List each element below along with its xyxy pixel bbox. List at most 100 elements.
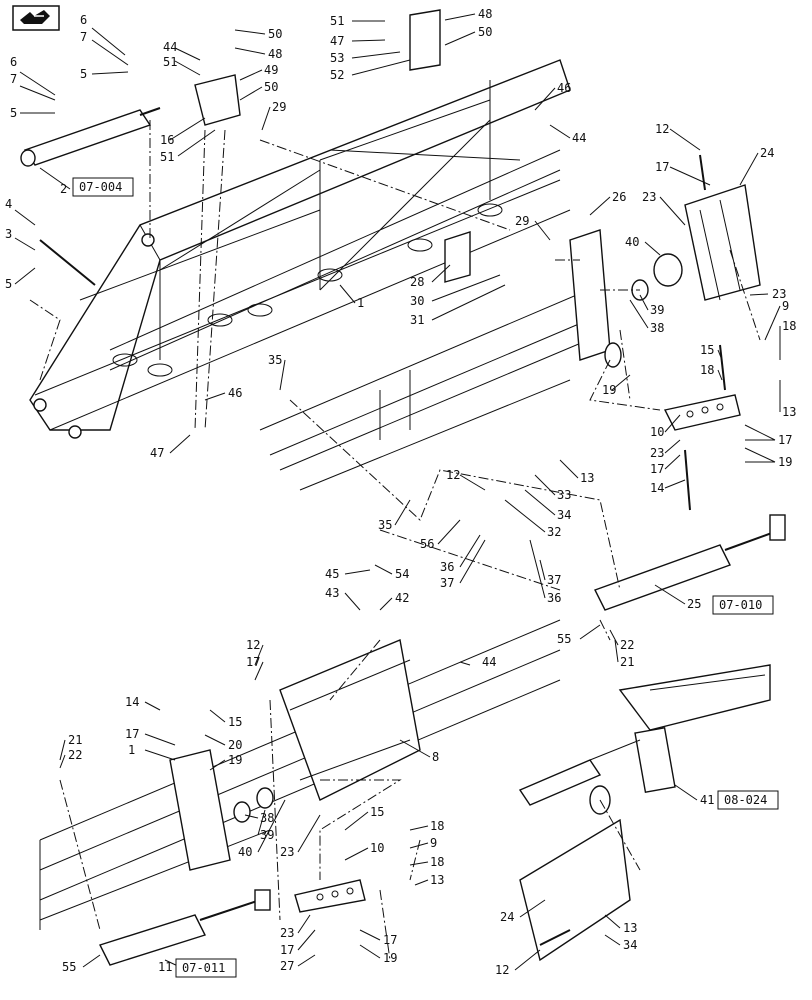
callout: 35 [268,353,282,367]
callout: 40 [238,845,252,859]
callout: 16 [160,133,174,147]
callout: 47 [150,446,164,460]
callout: 25 [687,597,701,611]
lower-boom-frame [39,619,561,930]
callout: 47 [330,34,344,48]
callout: 56 [420,537,434,551]
callout: 13 [623,921,637,935]
callout: 24 [760,146,774,160]
callout: 19 [778,455,792,469]
callout: 23 [280,926,294,940]
page-back-arrow-icon[interactable] [12,5,60,31]
callout: 35 [378,518,392,532]
callout: 36 [440,560,454,574]
callout: 7 [10,72,17,86]
callout: 39 [260,828,274,842]
ref-box-07-011[interactable]: 07-011 [175,958,237,978]
callout: 42 [395,591,409,605]
callout: 2 [60,182,67,196]
callout: 1 [357,296,364,310]
callout: 44 [482,655,496,669]
callout: 50 [478,25,492,39]
pin-3 [39,239,96,286]
callout: 5 [10,106,17,120]
hydraulic-cylinder-2 [20,107,161,167]
callout: 34 [557,508,571,522]
callout: 29 [515,214,529,228]
callout: 13 [580,471,594,485]
callout: 26 [612,190,626,204]
callout: 13 [782,405,796,419]
svg-text:07-004: 07-004 [79,180,122,194]
callout: 48 [478,7,492,21]
callout: 44 [572,131,586,145]
callout: 55 [62,960,76,974]
hinge-assembly-24b [519,785,631,962]
callout: 17 [778,433,792,447]
main-boom-frame [29,59,571,439]
callout: 9 [430,836,437,850]
assembly-lines [29,120,761,961]
callout: 29 [272,100,286,114]
callout: 3 [5,227,12,241]
callout: 15 [700,343,714,357]
callout: 4 [5,197,12,211]
callout: 53 [330,51,344,65]
callout: 14 [125,695,139,709]
washer-40a [653,253,683,287]
callout: 18 [430,855,444,869]
hydraulic-cylinder-25 [594,514,786,611]
bracket-16 [194,74,241,126]
callout: 22 [68,748,82,762]
svg-text:08-024: 08-024 [724,793,767,807]
callout: 11 [158,960,172,974]
callout: 19 [602,383,616,397]
callout: 51 [163,55,177,69]
callout: 17 [655,160,669,174]
leader-lines [14,13,781,971]
bolt-14a [684,449,691,511]
callout: 19 [383,951,397,965]
callout: 23 [280,845,294,859]
callout: 54 [395,567,409,581]
callout: 51 [330,14,344,28]
callout: 7 [80,30,87,44]
center-boom-section [259,229,622,491]
callout: 46 [557,81,571,95]
callout: 19 [228,753,242,767]
callout: 52 [330,68,344,82]
callout: 44 [163,40,177,54]
hinge-assembly-24 [684,184,761,301]
ref-box-07-010[interactable]: 07-010 [712,595,774,615]
callout: 6 [80,13,87,27]
callout: 13 [430,873,444,887]
bolt-12a [699,154,706,191]
callout: 36 [547,591,561,605]
callout: 17 [383,933,397,947]
callout: 23 [650,446,664,460]
callout: 51 [160,150,174,164]
callout: 23 [772,287,786,301]
callout: 48 [268,47,282,61]
callout: 45 [325,567,339,581]
callout: 38 [650,321,664,335]
callout: 1 [128,743,135,757]
callout: 31 [410,313,424,327]
plate-28 [444,231,471,283]
callout: 21 [620,655,634,669]
svg-text:07-011: 07-011 [182,961,225,975]
callout: 12 [246,638,260,652]
washer-39b [256,787,274,809]
callout: 33 [557,488,571,502]
callout: 38 [260,811,274,825]
ref-box-08-024[interactable]: 08-024 [717,790,779,810]
link-10a [663,394,741,431]
callout: 23 [642,190,656,204]
callout: 8 [432,750,439,764]
callout: 50 [264,80,278,94]
callout: 46 [228,386,242,400]
ref-box-07-004[interactable]: 07-004 [72,177,134,197]
callout: 12 [495,963,509,977]
callout: 17 [280,943,294,957]
